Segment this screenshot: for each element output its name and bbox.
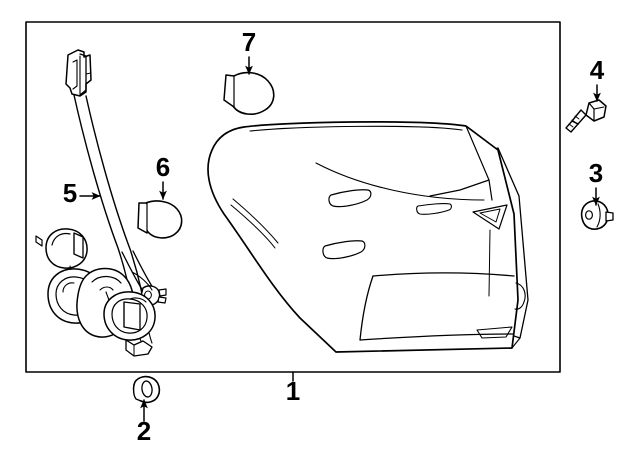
harness-lower-bracket [125, 339, 153, 357]
callout-label-6: 6 [156, 152, 170, 182]
lens-inner-sweep [315, 162, 485, 201]
reflector-triangle-outer [472, 204, 508, 230]
callout-leaders [79, 56, 601, 422]
reflector-slot-lower [322, 240, 366, 260]
callout-label-4: 4 [590, 55, 605, 85]
lower-panel-left [359, 275, 374, 341]
hex-head-bolt [565, 99, 607, 133]
lens-left-bevel-a [232, 198, 279, 244]
tail-lamp-lens-body [207, 121, 529, 353]
lower-panel-bottom [359, 333, 515, 341]
lens-bottom-right-edge [511, 337, 521, 349]
callout-label-1: 1 [286, 376, 300, 406]
callout-label-2: 2 [137, 416, 151, 446]
reflector-slot-upper [328, 189, 372, 208]
reflector-slot-thin [416, 203, 452, 215]
lower-panel-top [372, 272, 515, 277]
callout-label-7: 7 [242, 27, 256, 57]
flange-nut [132, 375, 161, 404]
lens-left-bevel-b [230, 204, 276, 249]
callout-numbers: 1 2 3 4 5 6 7 [63, 27, 605, 446]
socket-spur [131, 271, 153, 291]
lens-facet-edge [429, 179, 490, 197]
lamp-lens-outline [207, 121, 519, 353]
harness-connector-plug [65, 49, 92, 97]
callout-label-3: 3 [589, 158, 603, 188]
lower-reflector-slot [476, 326, 513, 339]
reflector-triangle-inner [479, 208, 501, 223]
bulb-large [223, 71, 275, 115]
lens-top-edge [249, 125, 463, 132]
bulb-socket-lower [103, 291, 156, 341]
grommet-retainer [580, 200, 614, 230]
wire-harness-assembly [35, 49, 167, 357]
bulb-small [137, 200, 183, 239]
callout-label-5: 5 [63, 178, 77, 208]
lens-right-boss [514, 282, 526, 310]
lens-divider-vertical [488, 229, 491, 297]
